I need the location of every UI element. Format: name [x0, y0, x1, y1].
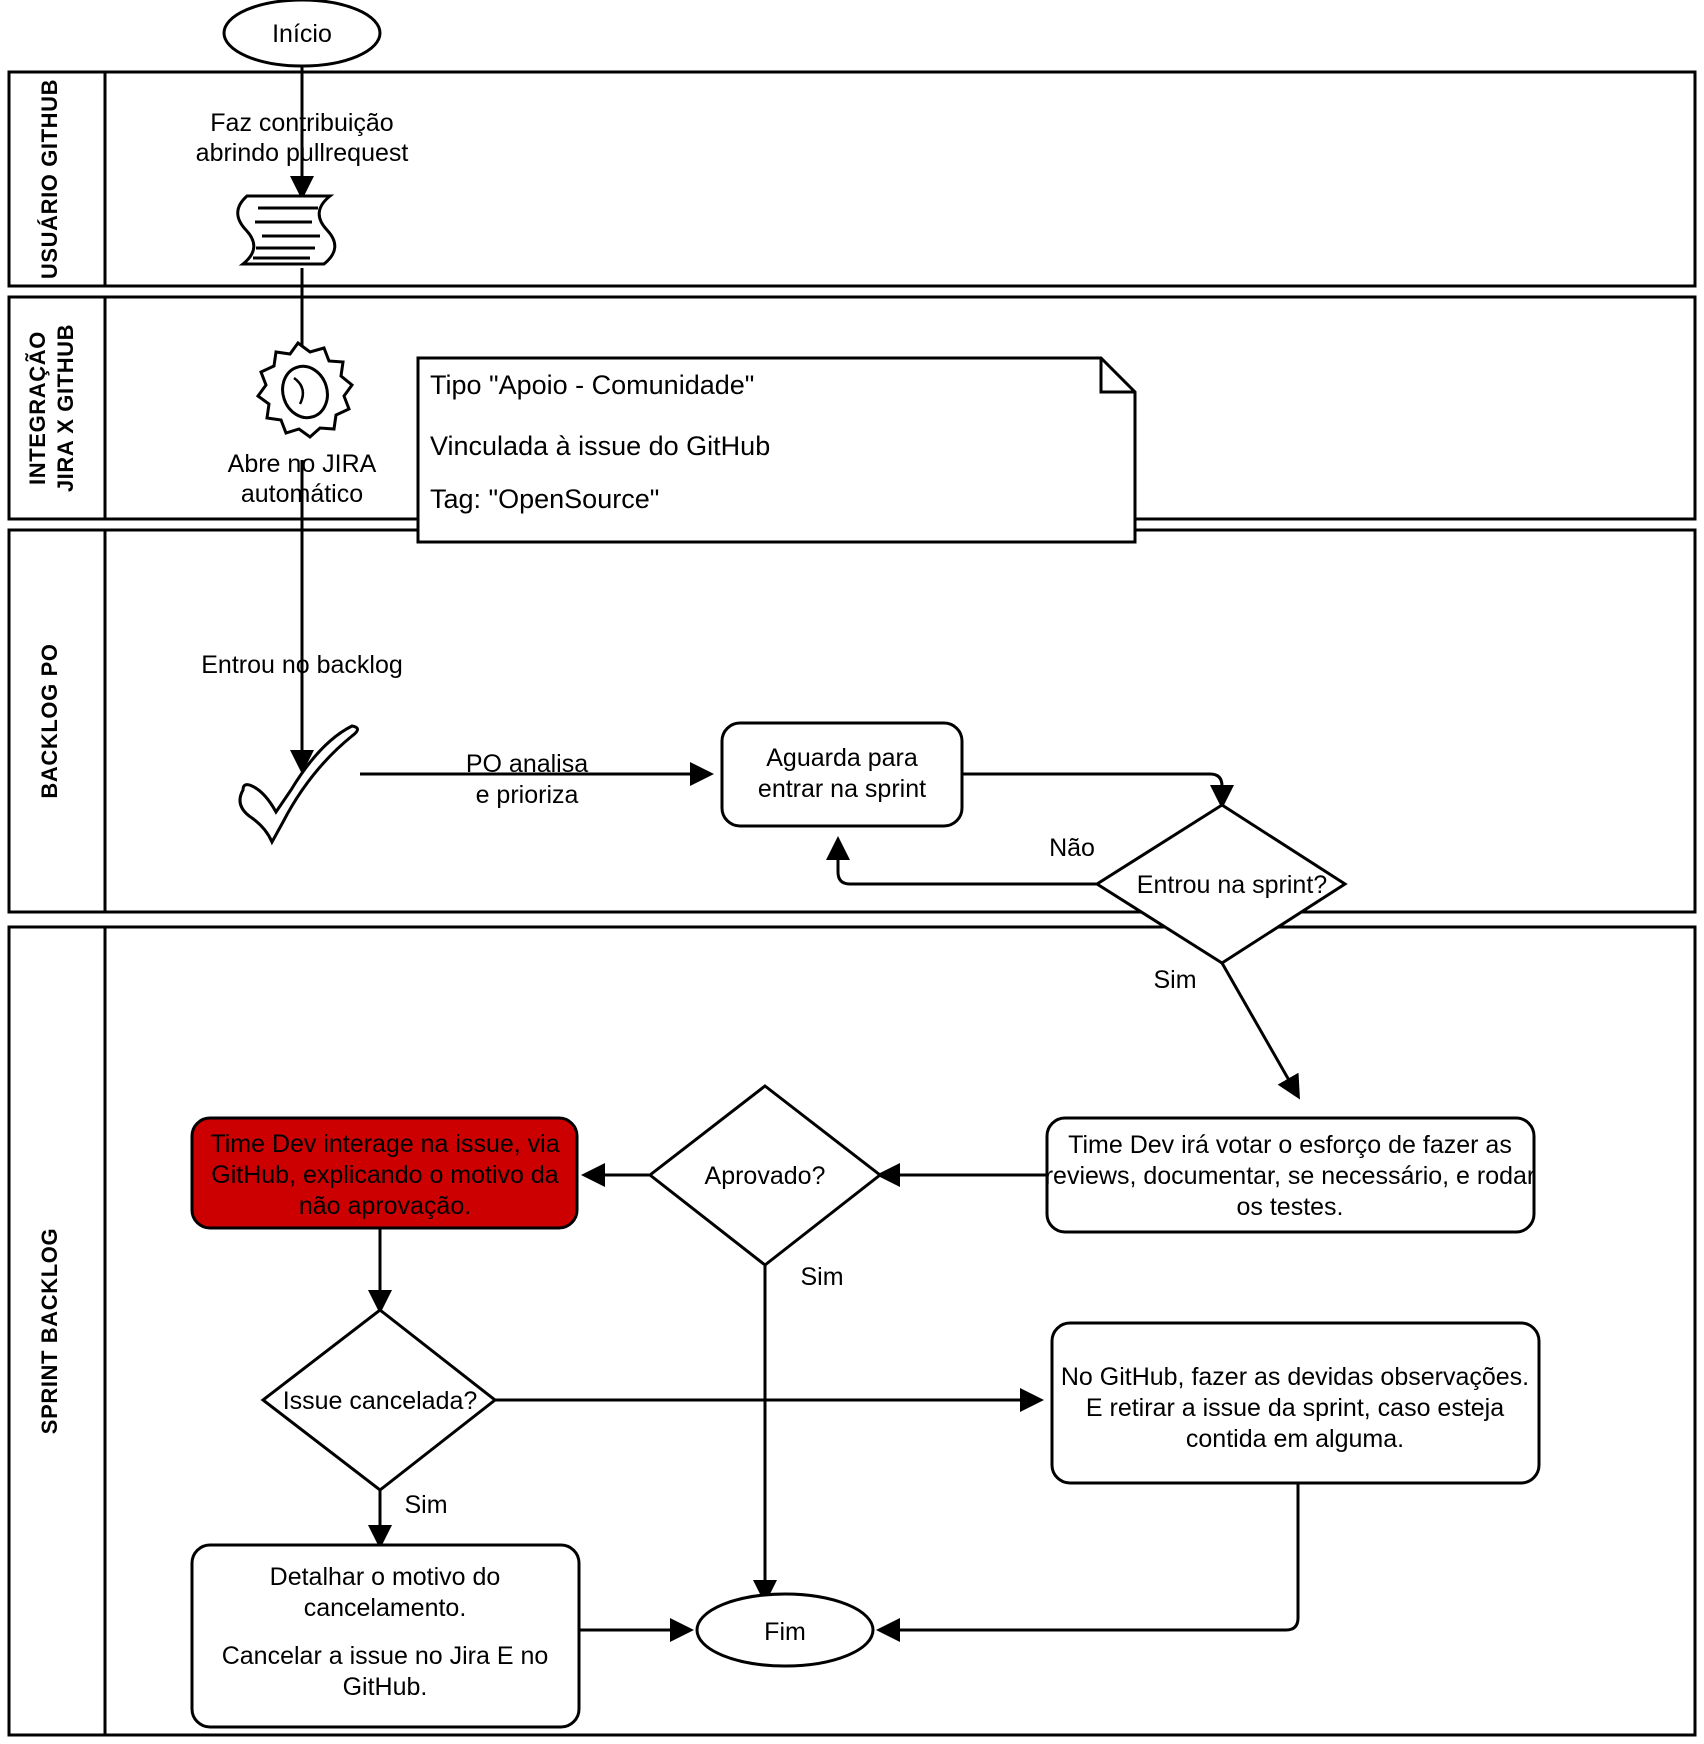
node-aguarda-sprint-line-1: Aguarda para: [766, 744, 918, 772]
node-decision-aprovado[interactable]: Aprovado?: [647, 1084, 883, 1267]
edge-label-line-1: PO analisa: [466, 750, 588, 778]
gear-icon: [255, 340, 355, 439]
edge-label-cancelada-sim: Sim: [404, 1491, 447, 1519]
node-decision-aprovado-label: Aprovado?: [705, 1162, 826, 1190]
document-icon: [236, 194, 337, 266]
node-no-github-observacoes[interactable]: No GitHub, fazer as devidas observações.…: [1050, 1321, 1541, 1485]
node-decision-sprint-label: Entrou na sprint?: [1137, 871, 1327, 899]
node-interage-line-3: não aprovação.: [299, 1192, 471, 1220]
node-end-label: Fim: [764, 1618, 806, 1646]
node-decision-issue-cancelada[interactable]: Issue cancelada?: [260, 1308, 498, 1492]
edge-decision-sprint-sim: [1220, 962, 1300, 1100]
edge-label-line-2: e prioriza: [476, 781, 579, 809]
node-time-dev-interage[interactable]: Time Dev interage na issue, via GitHub, …: [190, 1116, 579, 1230]
edge-no-github-to-fim: [876, 1483, 1300, 1642]
note-jira-fields: Tipo "Apoio - Comunidade" Vinculada à is…: [416, 356, 1137, 544]
node-detalhar-line-5: GitHub.: [343, 1673, 428, 1701]
lane-label-usuario-github: USUÁRIO GITHUB: [37, 79, 62, 279]
note-line-3: Tag: "OpenSource": [430, 484, 659, 514]
node-votar-line-2: reviews, documentar, se necessário, e ro…: [1045, 1162, 1536, 1190]
edge-label-aprovado-sim: Sim: [800, 1263, 843, 1291]
lane-label-integracao-line1: INTEGRAÇÃO: [25, 331, 50, 485]
node-decision-entrou-na-sprint[interactable]: Entrou na sprint?: [1094, 803, 1348, 965]
lane-label-backlog-po: BACKLOG PO: [37, 643, 62, 798]
node-detalhar-motivo[interactable]: Detalhar o motivo do cancelamento. Cance…: [190, 1543, 581, 1729]
node-start[interactable]: Início: [222, 0, 382, 68]
node-interage-line-2: GitHub, explicando o motivo da: [211, 1161, 559, 1189]
edge-label-abre-no-jira: Abre no JIRA automático: [228, 450, 377, 508]
edge-label-sprint-sim: Sim: [1153, 966, 1196, 994]
node-detalhar-line-2: cancelamento.: [304, 1594, 467, 1622]
edge-label-line-1: Abre no JIRA: [228, 450, 377, 478]
edge-label-line-1: Entrou no backlog: [201, 651, 403, 679]
lane-label-sprint-backlog: SPRINT BACKLOG: [37, 1228, 62, 1434]
node-decision-cancelada-label: Issue cancelada?: [283, 1387, 478, 1415]
node-no-github-line-1: No GitHub, fazer as devidas observações.: [1061, 1363, 1529, 1391]
checkmark-icon: [238, 724, 359, 846]
note-line-1: Tipo "Apoio - Comunidade": [430, 370, 754, 400]
node-no-github-line-2: E retirar a issue da sprint, caso esteja: [1086, 1394, 1504, 1422]
lane-backlog-po: BACKLOG PO: [7, 528, 1697, 914]
node-aguarda-sprint-line-2: entrar na sprint: [758, 775, 926, 803]
lane-label-integracao-line2: JIRA X GITHUB: [53, 324, 78, 492]
node-votar-line-1: Time Dev irá votar o esforço de fazer as: [1068, 1131, 1512, 1159]
edge-aguarda-to-decision-sprint: [962, 772, 1234, 809]
edge-label-faz-contribuicao: Faz contribuição abrindo pullrequest: [196, 109, 409, 167]
node-no-github-line-3: contida em alguma.: [1186, 1425, 1404, 1453]
edge-label-line-2: abrindo pullrequest: [196, 139, 409, 167]
node-start-label: Início: [272, 20, 332, 48]
node-end[interactable]: Fim: [695, 1592, 875, 1668]
edge-label-sprint-nao: Não: [1049, 834, 1095, 862]
node-detalhar-line-4: Cancelar a issue no Jira E no: [222, 1642, 549, 1670]
node-interage-line-1: Time Dev interage na issue, via: [210, 1130, 559, 1158]
edge-decision-sprint-nao: [826, 836, 1097, 886]
edge-label-line-2: automático: [241, 480, 363, 508]
edge-label-po-analisa: PO analisa e prioriza: [466, 750, 588, 809]
note-line-2: Vinculada à issue do GitHub: [430, 431, 770, 461]
node-aguarda-sprint[interactable]: Aguarda para entrar na sprint: [720, 721, 964, 828]
node-time-dev-votar[interactable]: Time Dev irá votar o esforço de fazer as…: [1045, 1116, 1536, 1234]
node-votar-line-3: os testes.: [1237, 1193, 1344, 1221]
node-detalhar-line-1: Detalhar o motivo do: [270, 1563, 501, 1591]
edge-label-line-1: Faz contribuição: [210, 109, 393, 137]
edge-label-entrou-no-backlog: Entrou no backlog: [201, 651, 403, 679]
